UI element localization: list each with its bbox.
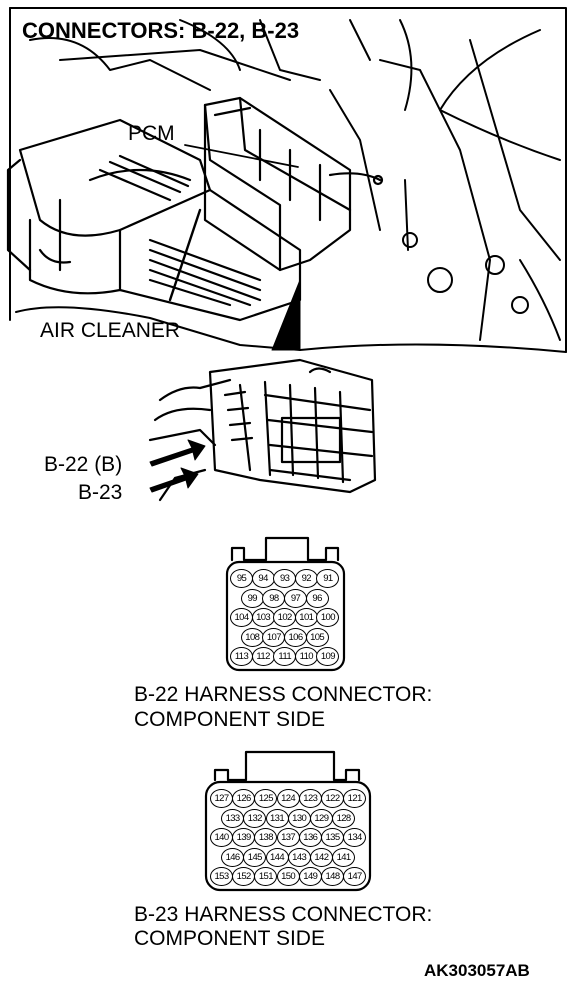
connector-pin: 112 — [251, 647, 275, 666]
label-air-cleaner: AIR CLEANER — [40, 319, 181, 342]
connector-pin: 98 — [262, 588, 286, 608]
connector-pin: 130 — [287, 808, 311, 828]
air-cleaner-box — [6, 118, 302, 322]
connector-pin: 108 — [240, 627, 264, 647]
connector-pin: 136 — [298, 828, 322, 847]
connector-pin: 153 — [210, 867, 233, 886]
b23-caption-line1: B-23 HARNESS CONNECTOR: — [134, 903, 433, 926]
connector-pin: 94 — [251, 569, 275, 588]
label-b23: B-23 — [78, 481, 123, 504]
connector-pin: 113 — [230, 647, 253, 666]
connector-pin: 127 — [210, 789, 233, 808]
connector-pin: 103 — [251, 608, 275, 627]
connector-pin: 104 — [230, 608, 253, 627]
connector-pin: 148 — [321, 867, 344, 886]
connector-pin: 123 — [298, 789, 322, 808]
connector-pin: 140 — [210, 828, 233, 847]
connector-pin: 151 — [254, 867, 278, 886]
connector-pin: 147 — [343, 867, 367, 886]
connector-pin: 105 — [305, 627, 329, 647]
connector-pin: 142 — [309, 847, 333, 867]
connector-pin: 99 — [240, 588, 264, 608]
connector-pin: 92 — [294, 569, 318, 588]
connector-pin: 132 — [243, 808, 267, 828]
connector-pin: 134 — [343, 828, 367, 847]
connector-pin: 145 — [243, 847, 267, 867]
connector-pin: 133 — [221, 808, 245, 828]
connector-pin: 97 — [284, 588, 307, 608]
connector-pin: 121 — [343, 789, 367, 808]
engine-bay-frame — [9, 7, 567, 353]
connector-pin: 128 — [332, 808, 356, 828]
label-b22: B-22 (B) — [44, 453, 123, 476]
callout-pointer — [271, 279, 301, 351]
connector-pin: 110 — [294, 647, 318, 666]
b23-connector-housing — [204, 750, 372, 892]
connector-pin: 144 — [265, 847, 289, 867]
connector-pin: 122 — [321, 789, 344, 808]
connector-pin: 124 — [276, 789, 300, 808]
connector-pin: 100 — [316, 608, 340, 627]
connector-pin: 106 — [284, 627, 307, 647]
diagram-title: CONNECTORS: B-22, B-23 — [22, 18, 300, 43]
pcm-module — [184, 96, 384, 272]
connector-pin: 146 — [221, 847, 245, 867]
label-pcm: PCM — [128, 122, 175, 145]
connector-pin: 109 — [316, 647, 340, 666]
connector-pin: 96 — [305, 588, 329, 608]
connector-pin: 101 — [294, 608, 318, 627]
b23-caption-line2: COMPONENT SIDE — [134, 927, 325, 950]
connector-pin: 135 — [321, 828, 344, 847]
connector-pin: 91 — [316, 569, 340, 588]
connector-arrows — [149, 439, 206, 493]
connector-pin: 137 — [276, 828, 300, 847]
pcm-enlarged-view — [148, 358, 377, 502]
connector-pin: 141 — [332, 847, 356, 867]
b22-connector-housing — [225, 536, 346, 672]
connector-pin: 150 — [276, 867, 300, 886]
figure-code: AK303057AB — [424, 961, 530, 980]
connector-pin: 95 — [230, 569, 253, 588]
connector-pin: 107 — [262, 627, 286, 647]
connector-pin: 143 — [287, 847, 311, 867]
connector-pin: 131 — [265, 808, 289, 828]
b22-caption-line2: COMPONENT SIDE — [134, 708, 325, 731]
connector-pin: 149 — [298, 867, 322, 886]
connector-pin: 129 — [309, 808, 333, 828]
b22-caption-line1: B-22 HARNESS CONNECTOR: — [134, 683, 433, 706]
